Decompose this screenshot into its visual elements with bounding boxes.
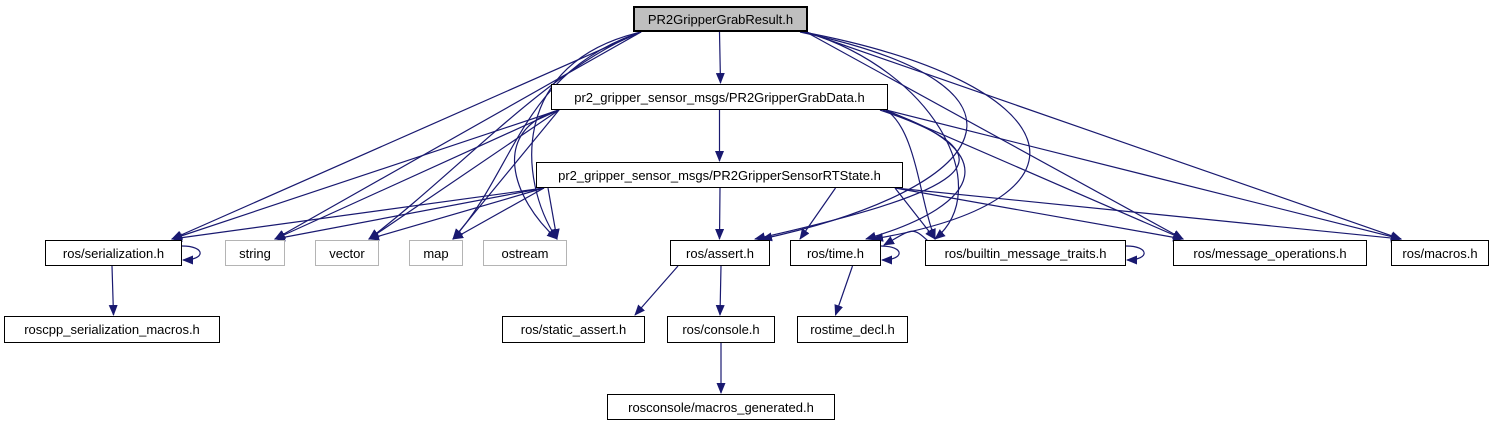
node-builtin[interactable]: ros/builtin_message_traits.h [925, 240, 1126, 266]
edge-grabdata-serialization [171, 109, 560, 241]
edge-grabresult-string [274, 31, 642, 240]
edge-grabdata-macros [885, 109, 1402, 241]
node-vector: vector [315, 240, 379, 266]
edge-rtstate-string [274, 187, 545, 242]
edge-rtstate-time [799, 187, 836, 240]
edge-grabdata-msgops [885, 109, 1184, 240]
node-assert[interactable]: ros/assert.h [670, 240, 770, 266]
node-label: ros/console.h [682, 322, 760, 337]
node-msgops[interactable]: ros/message_operations.h [1173, 240, 1367, 266]
edge-grabresult-assert [761, 31, 968, 242]
node-grabresult: PR2GripperGrabResult.h [633, 6, 808, 32]
node-label: map [423, 245, 449, 261]
edge-grabdata-ostream [513, 109, 560, 240]
edge-grabresult-time [802, 31, 1031, 242]
node-serialization[interactable]: ros/serialization.h [45, 240, 182, 266]
edge-serialization-serialization-self [181, 245, 201, 265]
node-label: rosconsole/macros_generated.h [628, 399, 814, 415]
node-label: ros/message_operations.h [1193, 245, 1347, 261]
edge-grabresult-msgops [805, 31, 1184, 240]
node-rosconsolemg[interactable]: rosconsole/macros_generated.h [607, 394, 835, 420]
node-roscppser[interactable]: roscpp_serialization_macros.h [4, 316, 220, 343]
node-grabdata[interactable]: pr2_gripper_sensor_msgs/PR2GripperGrabDa… [551, 84, 888, 110]
node-staticassert[interactable]: ros/static_assert.h [502, 316, 645, 343]
edge-grabresult-vector [368, 31, 642, 240]
node-label: PR2GripperGrabResult.h [647, 11, 794, 27]
edge-grabresult-macros [805, 31, 1402, 240]
node-label: ostream [501, 245, 549, 261]
edge-assert-staticassert [634, 265, 679, 316]
node-label: ros/time.h [806, 245, 865, 261]
edge-grabresult-builtin [805, 31, 960, 240]
node-label: roscpp_serialization_macros.h [24, 322, 200, 337]
node-time[interactable]: ros/time.h [790, 240, 881, 266]
edge-grabdata-builtin [885, 109, 936, 240]
node-rostimedecl[interactable]: rostime_decl.h [797, 316, 908, 343]
node-map: map [409, 240, 463, 266]
edge-serialization-roscppser [108, 265, 118, 316]
node-macros[interactable]: ros/macros.h [1391, 240, 1489, 266]
edge-rtstate-map [452, 187, 545, 240]
edge-rtstate-msgops [894, 187, 1184, 242]
node-ostream: ostream [483, 240, 567, 266]
node-console[interactable]: ros/console.h [667, 316, 775, 343]
edge-grabresult-grabdata [715, 31, 725, 84]
node-label: ros/serialization.h [62, 245, 165, 261]
edge-grabdata-map [452, 109, 560, 240]
edge-builtin-time [883, 230, 929, 246]
node-label: pr2_gripper_sensor_msgs/PR2GripperGrabDa… [574, 89, 865, 105]
edge-time-rostimedecl [834, 265, 854, 316]
node-label: rostime_decl.h [810, 322, 895, 337]
edge-grabdata-string [274, 109, 560, 240]
edge-grabdata-vector [368, 109, 560, 240]
edge-assert-console [715, 265, 725, 316]
edge-grabresult-ostream [531, 31, 642, 240]
node-rtstate[interactable]: pr2_gripper_sensor_msgs/PR2GripperSensor… [536, 162, 903, 188]
edge-time-time-self [880, 245, 900, 265]
edge-rtstate-vector [368, 187, 545, 241]
edge-rtstate-serialization [171, 187, 545, 243]
edge-rtstate-ostream [547, 187, 560, 240]
node-label: ros/static_assert.h [520, 322, 627, 337]
edge-rtstate-macros [894, 187, 1402, 243]
node-string: string [225, 240, 285, 266]
edge-rtstate-builtin [894, 187, 936, 240]
node-label: vector [329, 245, 365, 261]
edge-builtin-builtin-self [1125, 245, 1145, 265]
node-label: pr2_gripper_sensor_msgs/PR2GripperSensor… [558, 167, 881, 183]
node-label: ros/builtin_message_traits.h [944, 245, 1107, 261]
node-label: ros/macros.h [1402, 245, 1478, 261]
node-label: string [239, 245, 271, 261]
node-label: ros/assert.h [686, 245, 754, 261]
edge-rtstate-assert [715, 187, 725, 240]
